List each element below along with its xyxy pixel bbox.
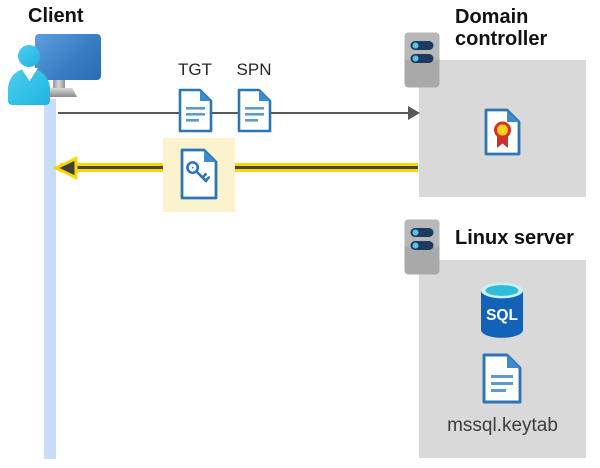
sql-label: SQL (486, 307, 518, 324)
key-document-icon (180, 148, 218, 200)
client-title: Client (28, 5, 84, 27)
monitor-icon (35, 34, 101, 80)
lifeline-bar (44, 99, 56, 459)
spn-document-icon (237, 88, 272, 133)
keytab-document-icon (482, 353, 522, 404)
tgt-document-icon (178, 88, 213, 133)
server-icon (404, 219, 440, 275)
domain-controller-title: Domain controller (455, 6, 548, 51)
server-icon (404, 32, 440, 88)
certificate-icon (484, 108, 521, 156)
request-arrow (58, 112, 410, 114)
sql-database-icon: SQL (481, 282, 523, 338)
monitor-stand-base (43, 88, 77, 97)
response-arrow (60, 163, 418, 172)
user-head (18, 45, 40, 67)
keytab-filename: mssql.keytab (447, 415, 558, 436)
response-arrowhead-icon (54, 156, 78, 180)
linux-server-title: Linux server (455, 227, 574, 249)
spn-label: SPN (236, 60, 272, 79)
request-arrowhead-icon (408, 106, 420, 120)
monitor-stand-neck (53, 79, 65, 89)
tgt-label: TGT (178, 60, 212, 79)
